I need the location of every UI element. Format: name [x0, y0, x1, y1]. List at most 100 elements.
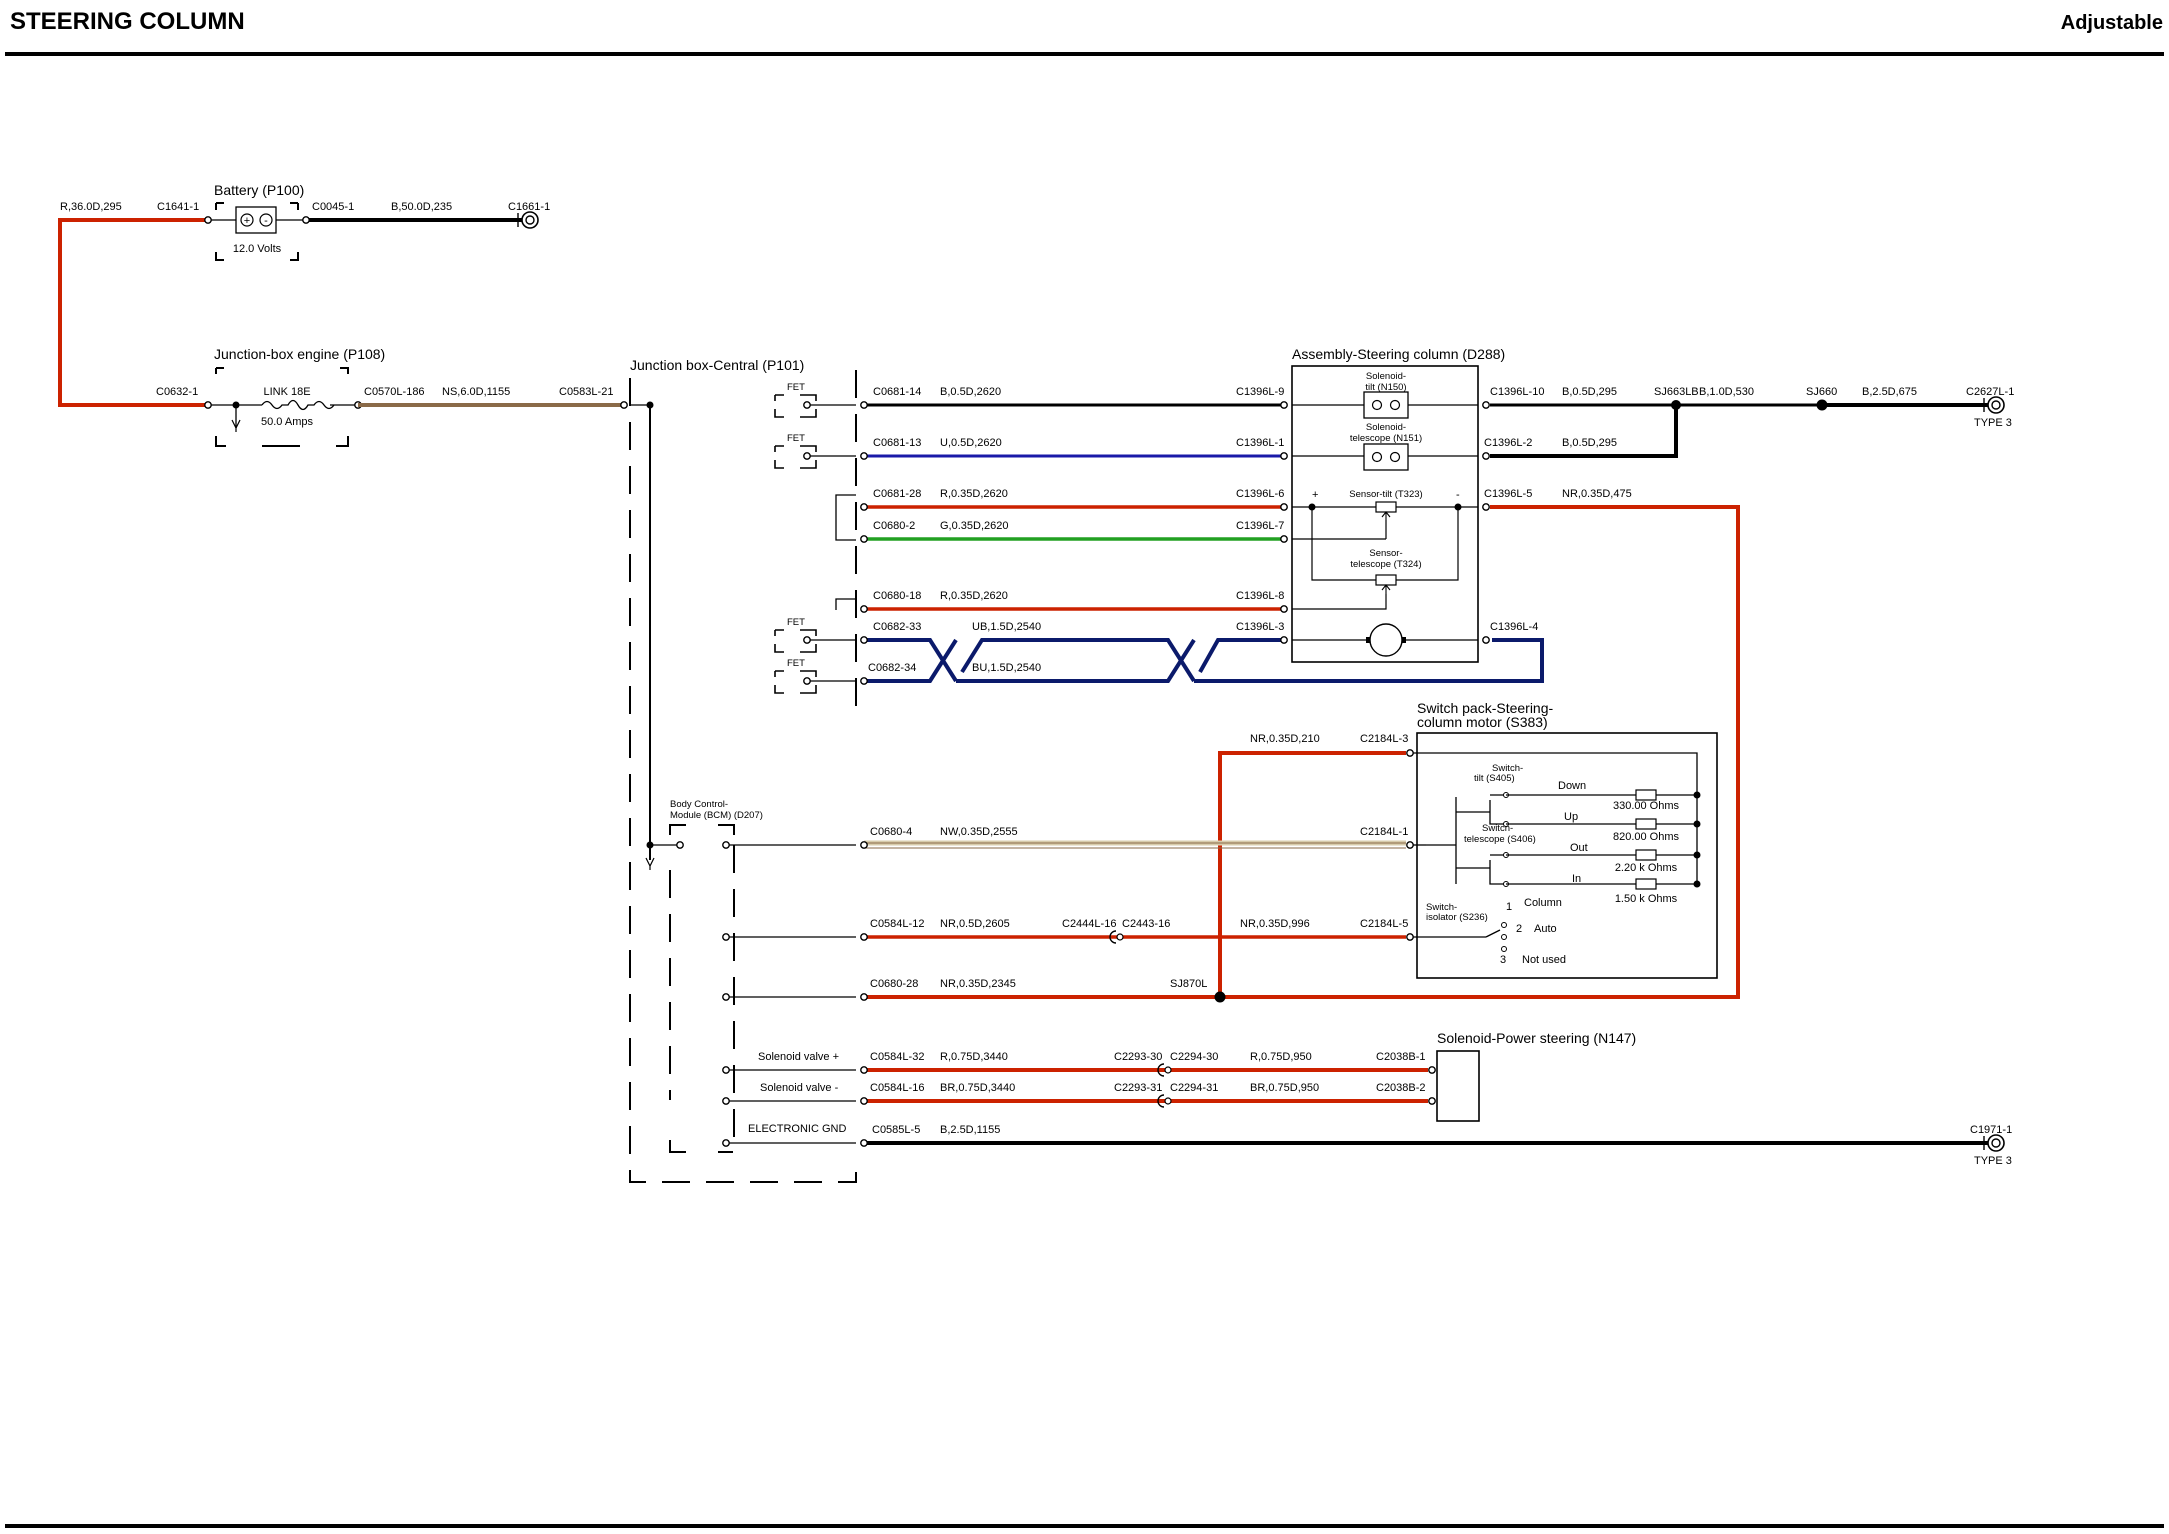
connector-label: C0681-28 — [873, 488, 921, 500]
inline-connector-c2293-30 — [1157, 1063, 1165, 1077]
wire-label: R,36.0D,295 — [60, 201, 122, 213]
connector-label: C0681-13 — [873, 437, 921, 449]
fet-14: FET — [774, 382, 856, 418]
fuse-name: LINK 18E — [263, 386, 310, 398]
connector-label: C2038B-2 — [1376, 1082, 1426, 1094]
wire-c0682-33 — [864, 638, 1284, 683]
bcm-pin-gnd: ELECTRONIC GND — [748, 1123, 846, 1135]
solenoid-power-steering: Solenoid-Power steering (N147) — [1436, 1030, 1636, 1122]
wire-label: B,0.5D,295 — [1562, 437, 1617, 449]
svg-text:2: 2 — [1516, 923, 1522, 935]
solenoid-telescope — [1363, 443, 1409, 471]
connector-label: C1396L-2 — [1484, 437, 1532, 449]
svg-text:1.50 k Ohms: 1.50 k Ohms — [1615, 893, 1678, 905]
svg-text:-: - — [264, 215, 268, 227]
fet-34: FET — [774, 658, 856, 694]
wire-label: B,50.0D,235 — [391, 201, 452, 213]
resistor-1k5 — [1635, 878, 1657, 890]
connector-label: C2443-16 — [1122, 918, 1170, 930]
steering-column-assembly: Assembly-Steering column (D288) Solenoid… — [1291, 346, 1505, 663]
wire-label: R,0.35D,2620 — [940, 488, 1008, 500]
wire-label: BR,0.75D,950 — [1250, 1082, 1319, 1094]
wire-label: R,0.75D,950 — [1250, 1051, 1312, 1063]
connector-label: C2293-30 — [1114, 1051, 1162, 1063]
svg-text:FET: FET — [787, 617, 805, 628]
wire-label: BU,1.5D,2540 — [972, 662, 1041, 674]
wire-label: B,1.0D,530 — [1699, 386, 1754, 398]
fuse-rating: 50.0 Amps — [261, 416, 313, 428]
splice-sj870 — [1214, 991, 1226, 1003]
battery-voltage: 12.0 Volts — [233, 243, 282, 255]
splice-label: SJ660 — [1806, 386, 1837, 398]
svg-text:Out: Out — [1570, 842, 1588, 854]
inline-connector-c2444 — [1109, 930, 1117, 944]
connector-label: C1396L-4 — [1490, 621, 1538, 633]
inline-connector-c2293-31 — [1157, 1094, 1165, 1108]
wire-label: NR,0.35D,210 — [1250, 733, 1320, 745]
sensor-telescope — [1375, 574, 1397, 586]
svg-text:Up: Up — [1564, 811, 1578, 823]
connector-label: C0632-1 — [156, 386, 198, 398]
resistor-2k2 — [1635, 849, 1657, 861]
wire-label: NR,0.35D,2345 — [940, 978, 1016, 990]
wire-label: G,0.35D,2620 — [940, 520, 1009, 532]
page-title: STEERING COLUMN — [10, 8, 245, 35]
connector-label: C2184L-1 — [1360, 826, 1408, 838]
body-control-module: Body Control- Module (BCM) (D207) Soleno… — [669, 799, 856, 1153]
wire-label: R,0.75D,3440 — [940, 1051, 1008, 1063]
steering-column-label: Assembly-Steering column (D288) — [1292, 346, 1505, 362]
svg-text:tilt (N150): tilt (N150) — [1365, 382, 1406, 393]
junction-box-engine: Junction-box engine (P108) LINK 18E 50.0… — [208, 346, 385, 447]
wire-c1396-2 — [1490, 405, 1678, 458]
svg-text:In: In — [1572, 873, 1581, 885]
wire-label: NR,0.5D,2605 — [940, 918, 1010, 930]
wire-label: U,0.5D,2620 — [940, 437, 1002, 449]
svg-text:3: 3 — [1500, 954, 1506, 966]
wire-label: B,0.5D,295 — [1562, 386, 1617, 398]
sensor-tilt — [1375, 501, 1397, 513]
wire-label: BR,0.75D,3440 — [940, 1082, 1015, 1094]
connector-label: C0584L-32 — [870, 1051, 924, 1063]
connector-label: C2184L-3 — [1360, 733, 1408, 745]
connector-label: C0570L-186 — [364, 386, 425, 398]
connector-label: C2038B-1 — [1376, 1051, 1426, 1063]
battery-group: Battery (P100) + - 12.0 Volts — [214, 182, 304, 261]
connector-label: C1661-1 — [508, 201, 550, 213]
wire-c0682-34 — [864, 638, 1544, 683]
svg-text:telescope (S406): telescope (S406) — [1464, 834, 1536, 845]
splice-label: SJ870L — [1170, 978, 1207, 990]
connector-label: C0682-33 — [873, 621, 921, 633]
page-variant-label: Adjustable — [2060, 12, 2163, 34]
switch-pack: Switch pack-Steering- column motor (S383… — [1410, 700, 1718, 979]
connector-label: C0680-18 — [873, 590, 921, 602]
wire-label: B,2.5D,675 — [1862, 386, 1917, 398]
connector-label: C1396L-5 — [1484, 488, 1532, 500]
connector-label: C1396L-1 — [1236, 437, 1284, 449]
wire-label: NW,0.35D,2555 — [940, 826, 1018, 838]
connector-label: C0584L-12 — [870, 918, 924, 930]
splice-sj660 — [1816, 399, 1828, 411]
column-motor-icon — [1369, 623, 1403, 657]
connector-label: C1396L-3 — [1236, 621, 1284, 633]
fet-33: FET — [774, 617, 856, 653]
wire-label: NS,6.0D,1155 — [442, 386, 510, 398]
svg-text:1: 1 — [1506, 901, 1512, 913]
connector-label: C0680-2 — [873, 520, 915, 532]
wire-label: B,0.5D,2620 — [940, 386, 1001, 398]
connector-label: C0585L-5 — [872, 1124, 920, 1136]
bcm-pin-sv-plus: Solenoid valve + — [758, 1051, 839, 1063]
connector-label: C1396L-7 — [1236, 520, 1284, 532]
bcm-label: Body Control- — [670, 799, 728, 810]
connector-label: C0682-34 — [868, 662, 916, 674]
svg-text:Down: Down — [1558, 780, 1586, 792]
connector-label: C2294-30 — [1170, 1051, 1218, 1063]
svg-text:2.20 k Ohms: 2.20 k Ohms — [1615, 862, 1678, 874]
svg-text:Not used: Not used — [1522, 954, 1566, 966]
connector-label: C0680-4 — [870, 826, 912, 838]
svg-text:+: + — [1312, 489, 1318, 501]
switch-pack-label: column motor (S383) — [1417, 714, 1548, 730]
battery-cell — [235, 206, 277, 234]
wire-label: NR,0.35D,475 — [1562, 488, 1632, 500]
bcm-label: Module (BCM) (D207) — [670, 810, 763, 821]
connector-label: C0583L-21 — [559, 386, 613, 398]
